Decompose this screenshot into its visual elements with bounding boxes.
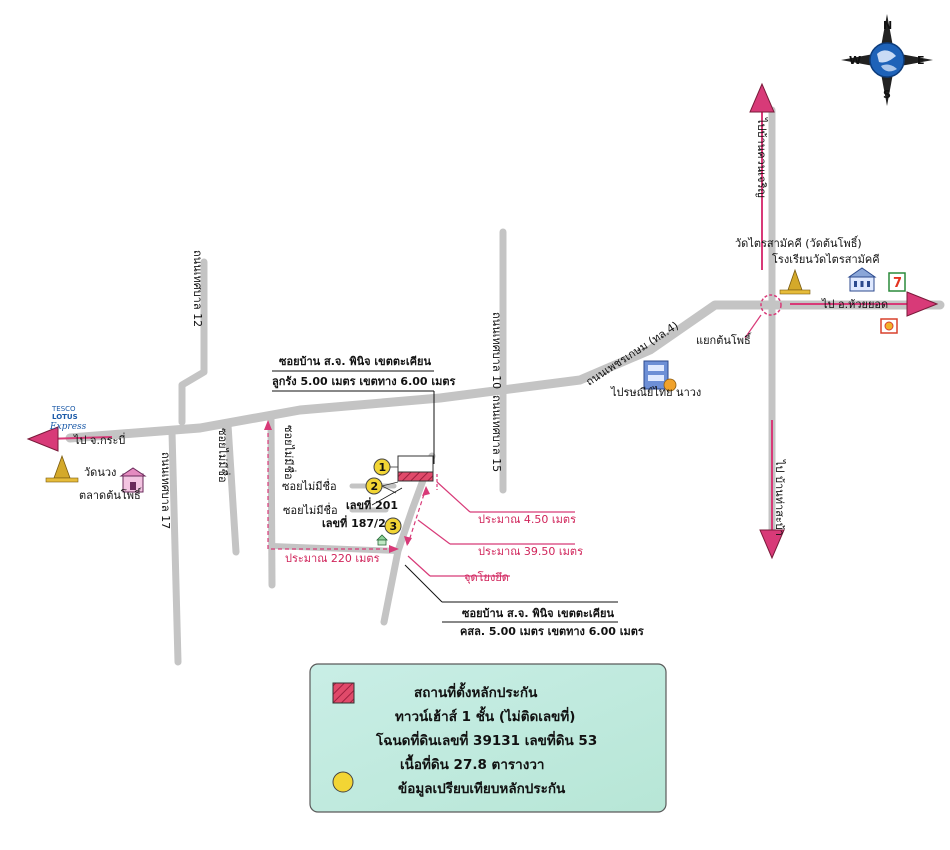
legend-box: สถานที่ตั้งหลักประกัน ทาวน์เฮ้าส์ 1 ชั้น…: [309, 663, 667, 813]
svg-text:TESCO: TESCO: [51, 405, 76, 413]
compass-w: W: [849, 54, 861, 67]
label-soi-1: ซอยไม่มีชื่อ: [282, 478, 337, 493]
svg-text:ลูกรัง 5.00 เมตร เขตทาง 6.00 เ: ลูกรัง 5.00 เมตร เขตทาง 6.00 เมตร: [272, 375, 456, 389]
subject-property: [397, 455, 434, 473]
tesco-logo: TESCO LOTUS Express: [49, 405, 87, 432]
svg-text:LOTUS: LOTUS: [52, 413, 78, 421]
compass-rose-icon: N S W E: [841, 14, 933, 106]
arrow-east-icon: [906, 291, 939, 317]
label-house-201: เลขที่ 201: [346, 497, 398, 512]
comparable-2: 2: [365, 477, 383, 495]
compass-e: E: [917, 54, 925, 67]
label-to-north: ไปบ้านควนเจริญ: [755, 117, 768, 198]
label-road-12: ถนนเทศบาล 12: [191, 250, 204, 327]
label-soi-2: ซอยไม่มีชื่อ: [283, 502, 338, 517]
arrow-south-icon: [759, 529, 785, 560]
subject-property-hatch: [397, 471, 434, 482]
label-school: โรงเรียนวัดไตรสามัคคี: [772, 252, 880, 266]
label-road-10: ถนนเทศบาล 10: [490, 312, 503, 389]
svg-text:7: 7: [893, 276, 902, 291]
svg-text:ซอยบ้าน ส.จ. พินิจ เขตตะเคียน: ซอยบ้าน ส.จ. พินิจ เขตตะเคียน: [462, 607, 614, 620]
legend-line-5: ข้อมูลเปรียบเทียบหลักประกัน: [398, 781, 566, 797]
label-dist-220: ประมาณ 220 เมตร: [285, 552, 380, 565]
label-road-15: ถนนเทศบาล 15: [490, 395, 503, 472]
label-wat-nuang: วัดนวง: [84, 466, 116, 479]
label-road-17: ถนนเทศบาล 17: [159, 452, 172, 529]
label-junction: แยกต้นโพธิ์: [696, 332, 752, 347]
svg-text:Express: Express: [49, 422, 87, 432]
legend-comparable-swatch: [332, 771, 354, 793]
legend-subject-swatch: [332, 682, 355, 704]
main-highway: [65, 300, 945, 443]
unnamed-soi-road: [224, 421, 240, 556]
arrow-west-icon: [26, 426, 59, 452]
compass-n: N: [883, 19, 892, 32]
callout-bottom: ซอยบ้าน ส.จ. พินิจ เขตตะเคียน คสล. 5.00 …: [404, 564, 644, 638]
svg-text:1: 1: [379, 461, 387, 474]
label-house-1872: เลขที่ 187/2: [322, 515, 386, 530]
label-to-huai-yot: ไป อ.ห้วยยอด: [821, 298, 888, 311]
junction-marker: [760, 294, 782, 316]
post-office-icon: [643, 360, 677, 392]
site-access-road: [380, 452, 436, 626]
temple-icon: [45, 454, 79, 483]
comparable-1: 1: [373, 458, 391, 476]
small-house-icon: [376, 534, 388, 546]
comparable-3: 3: [384, 517, 402, 535]
label-dist-450: ประมาณ 4.50 เมตร: [478, 513, 576, 526]
label-talat-ton-pho: ตลาดต้นโพธิ์: [79, 487, 142, 502]
school-icon: [847, 267, 877, 292]
road-network: [65, 106, 945, 666]
label-dist-3950: ประมาณ 39.50 เมตร: [478, 545, 583, 558]
direction-arrows: [26, 82, 939, 560]
label-to-south: ไป บ้านท่าสะบ้า: [773, 459, 786, 536]
svg-text:3: 3: [390, 520, 398, 533]
svg-text:2: 2: [371, 480, 379, 493]
label-post-office: ไปรษณีย์ไทย นาวง: [610, 386, 701, 399]
label-to-krabi: ไป จ.กระบี่: [73, 432, 125, 447]
label-wat-trai: วัดไตรสามัคคี (วัดต้นโพธิ์): [735, 235, 862, 250]
road-17: [168, 428, 182, 666]
arrow-north-icon: [749, 82, 775, 113]
svg-text:คสล. 5.00 เมตร เขตทาง 6.00 เมต: คสล. 5.00 เมตร เขตทาง 6.00 เมตร: [460, 625, 644, 638]
callout-top: ซอยบ้าน ส.จ. พินิจ เขตตะเคียน ลูกรัง 5.0…: [272, 355, 456, 464]
label-unnamed-soi: ซอยไม่มีชื่อ: [216, 428, 231, 483]
distance-markers: [264, 420, 575, 577]
legend-line-2: ทาวน์เฮ้าส์ 1 ชั้น (ไม่ติดเลขที่): [395, 706, 575, 725]
svg-text:ซอยบ้าน ส.จ. พินิจ เขตตะเคียน: ซอยบ้าน ส.จ. พินิจ เขตตะเคียน: [279, 355, 431, 368]
soi-west-road: [267, 414, 276, 589]
compass-s: S: [883, 88, 891, 101]
market-icon: [119, 467, 147, 493]
gas-station-icon: [880, 318, 898, 334]
seven-eleven-icon: 7: [888, 272, 906, 292]
temple-icon: [779, 268, 811, 295]
legend-line-4: เนื้อที่ดิน 27.8 ตารางวา: [400, 754, 545, 773]
label-soi-west: ซอยไม่มีชื่อ: [282, 425, 297, 480]
road-12: [178, 258, 208, 426]
legend-line-3: โฉนดที่ดินเลขที่ 39131 เลขที่ดิน 53: [375, 730, 597, 749]
legend-line-1: สถานที่ตั้งหลักประกัน: [414, 682, 538, 701]
label-anchor: จุดโยงยึด: [464, 570, 509, 584]
